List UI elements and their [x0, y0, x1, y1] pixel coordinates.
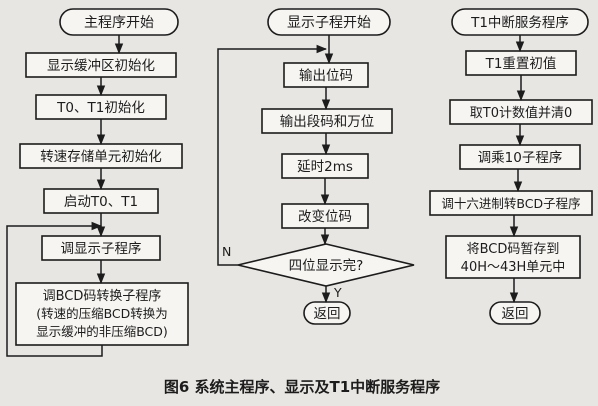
display-flowchart: 显示子程开始 输出位码 输出段码和万位 延时2ms 改变位码 四位显示完? 返回…: [217, 8, 415, 325]
main-step-5-label: 调显示子程序: [61, 241, 142, 257]
main-convert-line-1: 调BCD码转换子程序: [43, 289, 162, 304]
main-convert-line-3: 显示缓冲的非压缩BCD): [36, 324, 168, 339]
display-no-label: N: [222, 244, 231, 259]
isr-return-label: 返回: [502, 306, 529, 322]
isr-store-line-1: 将BCD码暂存到: [467, 242, 560, 257]
display-start-label: 显示子程开始: [287, 15, 371, 31]
isr-step-4-box: [429, 190, 593, 216]
main-step-4-label: 启动T0、T1: [64, 194, 138, 210]
isr-step-2-label: 取T0计数值并清0: [470, 105, 572, 121]
isr-step-2-box: [449, 99, 593, 125]
main-start-label: 主程序开始: [84, 15, 154, 31]
isr-flowchart: T1中断服务程序 T1重置初值 取T0计数值并清0 调乘10子程序 调十六进制转…: [429, 8, 593, 325]
display-step-2-label: 输出段码和万位: [280, 114, 375, 130]
main-step-1-box: [25, 52, 177, 78]
isr-start-label: T1中断服务程序: [470, 15, 569, 31]
main-loop-back-arrow: [6, 221, 103, 357]
isr-store-box: [445, 235, 581, 279]
isr-step-1-label: T1重置初值: [485, 55, 557, 72]
display-step-1-box: [283, 62, 369, 88]
display-decision-label: 四位显示完?: [289, 258, 364, 274]
display-no-loop-arrow: [217, 44, 328, 266]
isr-store-line-2: 40H～43H单元中: [461, 260, 566, 275]
display-step-3-label: 延时2ms: [297, 159, 353, 175]
isr-step-4-label: 调十六进制转BCD子程序: [441, 196, 580, 211]
main-step-3-label: 转速存储单元初始化: [40, 148, 162, 165]
main-step-1-label: 显示缓冲区初始化: [47, 57, 155, 74]
isr-step-3-box: [459, 144, 581, 170]
display-step-2-box: [261, 108, 393, 134]
display-step-4-label: 改变位码: [298, 209, 352, 225]
display-step-3-box: [281, 153, 369, 179]
main-convert-line-2: (转速的压缩BCD转换为: [36, 306, 168, 321]
isr-step-3-label: 调乘10子程序: [478, 150, 563, 166]
main-step-2-label: T0、T1初始化: [56, 99, 145, 116]
isr-step-1-box: [465, 50, 577, 76]
main-step-3-box: [19, 143, 183, 169]
display-return-label: 返回: [314, 306, 341, 322]
display-step-1-label: 输出位码: [299, 68, 353, 84]
display-yes-label: Y: [333, 285, 342, 300]
main-flowchart: 主程序开始 显示缓冲区初始化 T0、T1初始化 转速存储单元初始化 启动T0、T…: [6, 8, 189, 357]
figure-caption: 图6 系统主程序、显示及T1中断服务程序: [164, 378, 440, 396]
